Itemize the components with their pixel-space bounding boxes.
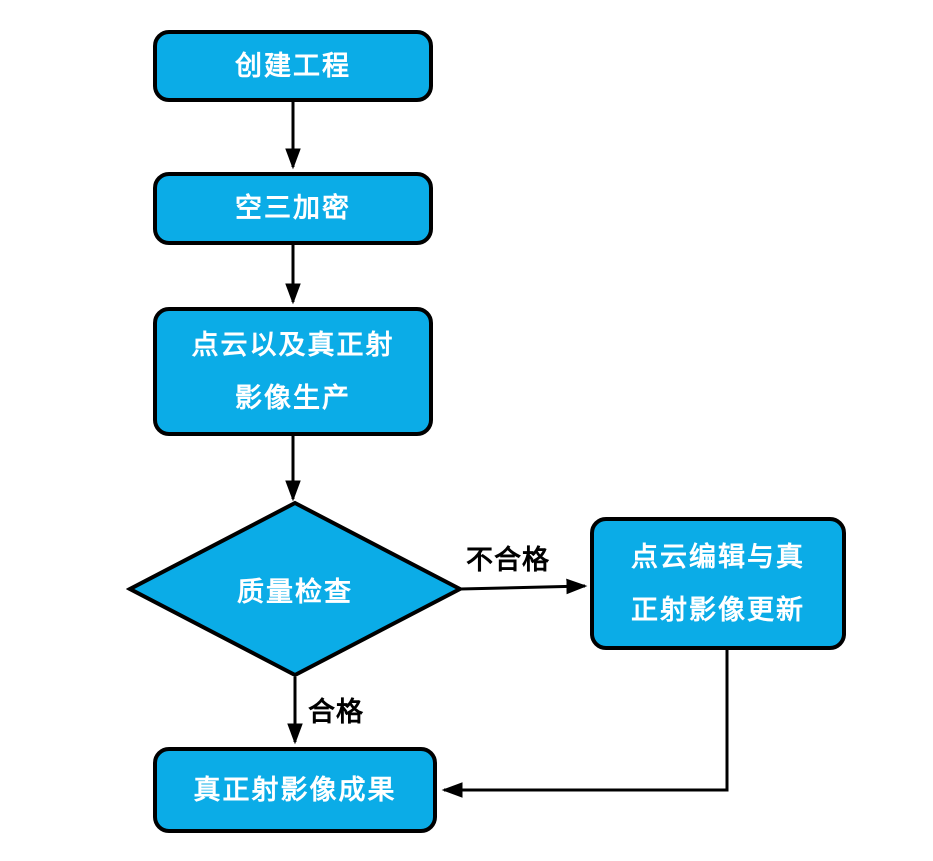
edge-label-pass: 合格: [308, 697, 364, 727]
node-pointcloud-edit: 点云编辑与真 正射影像更新: [590, 517, 846, 650]
node-ortho-result: 真正射影像成果: [153, 747, 437, 833]
node-pointcloud-production-label-line1: 点云以及真正射: [191, 329, 395, 360]
node-quality-check: 质量检查: [126, 499, 464, 679]
node-pointcloud-edit-label-line2: 正射影像更新: [631, 594, 805, 625]
node-create-project-label: 创建工程: [235, 50, 351, 81]
node-pointcloud-production-label-line2: 影像生产: [235, 382, 351, 413]
node-ortho-result-label: 真正射影像成果: [193, 774, 397, 805]
edge-label-fail: 不合格: [466, 545, 550, 575]
edge-check-to-pcedit: [459, 578, 588, 595]
quality-check-diamond-shape: [126, 500, 464, 678]
node-create-project: 创建工程: [153, 30, 433, 102]
edge-pcedit-to-result: [441, 650, 729, 798]
node-aerial-triangulation: 空三加密: [153, 172, 433, 245]
node-aerial-triangulation-label: 空三加密: [235, 193, 351, 223]
node-pointcloud-production: 点云以及真正射 影像生产: [153, 307, 433, 436]
node-pointcloud-edit-label-line1: 点云编辑与真: [631, 541, 805, 572]
node-quality-check-label: 质量检查: [237, 576, 353, 607]
